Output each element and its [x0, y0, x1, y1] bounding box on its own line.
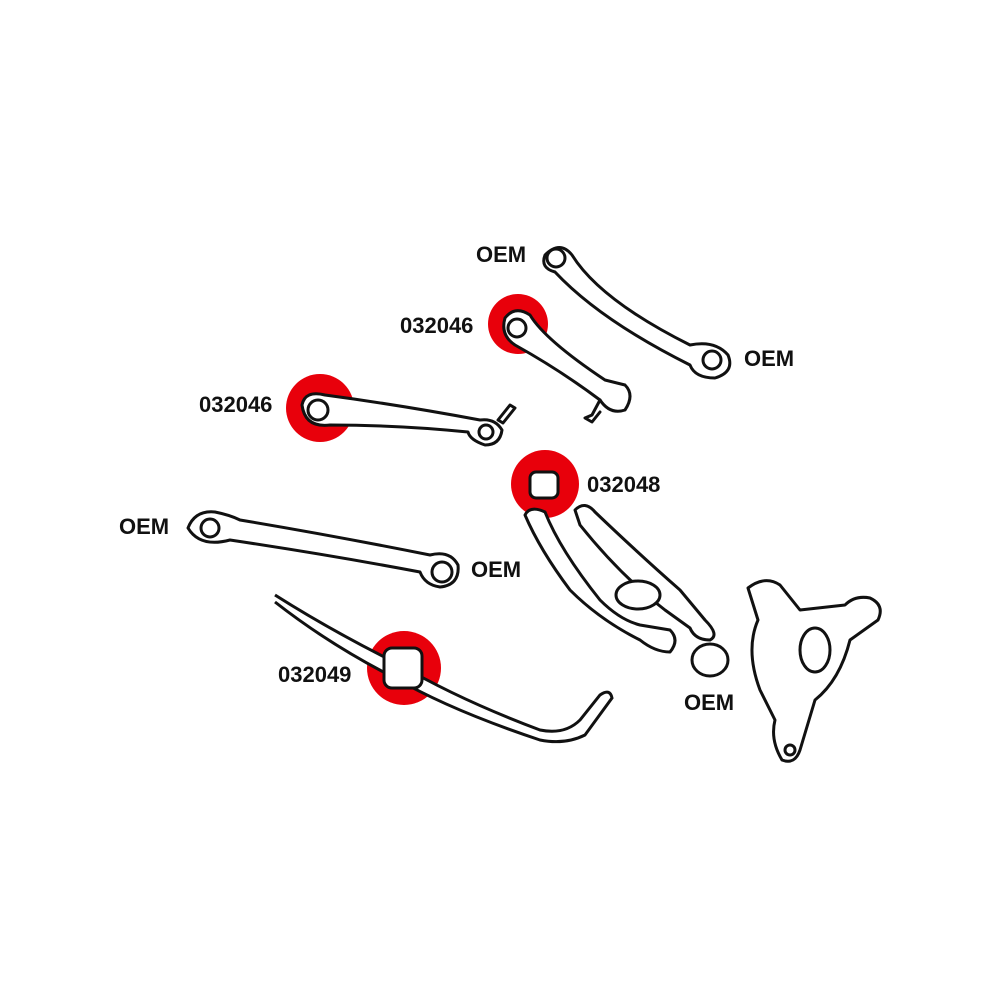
label-part-032048: 032048 [587, 472, 661, 497]
trailing-arm [186, 510, 460, 589]
label-part-032046: 032046 [400, 313, 474, 338]
upper-rear-arm [542, 246, 732, 380]
label-oem: OEM [744, 346, 795, 371]
label-oem: OEM [684, 690, 735, 715]
upper-arm-032046 [502, 309, 632, 424]
knuckle [746, 579, 882, 763]
sway-bar [274, 593, 614, 744]
label-part-032046: 032046 [199, 392, 273, 417]
lower-control-arm [523, 470, 730, 678]
label-part-032049: 032049 [278, 662, 352, 687]
lower-arm-032046 [300, 392, 517, 447]
label-oem: OEM [476, 242, 527, 267]
label-oem: OEM [471, 557, 522, 582]
label-oem: OEM [119, 514, 170, 539]
